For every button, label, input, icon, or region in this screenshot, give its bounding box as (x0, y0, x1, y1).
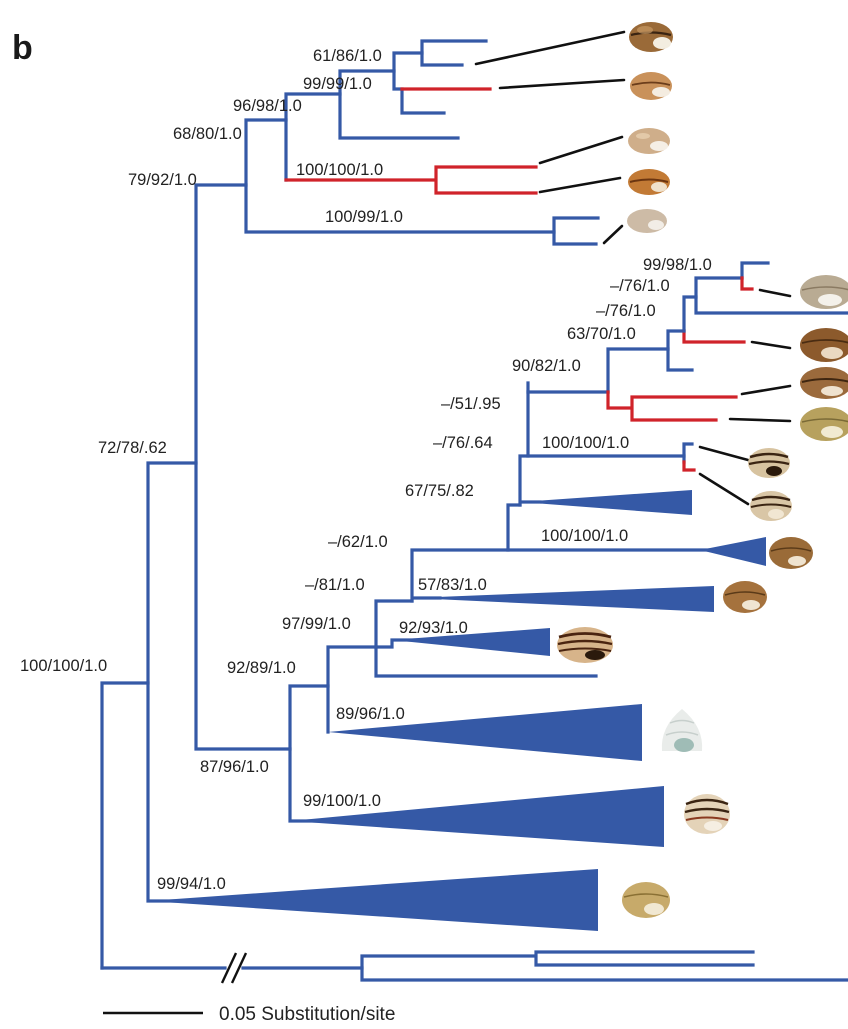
support-label: 68/80/1.0 (173, 125, 242, 143)
support-label: 61/86/1.0 (313, 47, 382, 65)
support-label: 100/99/1.0 (325, 208, 403, 226)
node-51-95 (528, 383, 608, 392)
support-label: 100/100/1.0 (296, 161, 383, 179)
support-label: 99/94/1.0 (157, 875, 226, 893)
support-label: 63/70/1.0 (567, 325, 636, 343)
collapsed-clade (520, 490, 692, 515)
leader-line (540, 178, 620, 192)
node-67-75 (520, 456, 540, 505)
node-99-99 (394, 53, 444, 113)
orange-banded-shell-icon (628, 169, 670, 195)
support-label: 99/99/1.0 (303, 75, 372, 93)
leader-line (752, 342, 790, 348)
support-label: –/51/.95 (441, 395, 501, 413)
leader-line (700, 474, 748, 504)
striped-shell-icon (750, 491, 792, 521)
leader-line (700, 447, 748, 460)
leader-line (604, 226, 622, 243)
support-label: –/76/.64 (433, 434, 493, 452)
brown-shell-icon (723, 581, 767, 613)
leader-line (500, 80, 624, 88)
leader-line (730, 419, 790, 421)
node-63-70 (668, 331, 692, 370)
node-61-86 (422, 41, 486, 65)
red-tip-top (742, 278, 752, 289)
collapsed-clades (148, 490, 766, 931)
striped-shell-icon (684, 794, 730, 834)
node-99-98 (742, 263, 768, 278)
collapsed-clade (700, 537, 766, 566)
tan-banded-shell-icon (630, 72, 672, 100)
ingroup-node (148, 463, 260, 901)
support-label: 100/100/1.0 (20, 657, 107, 675)
support-label: 79/92/1.0 (128, 171, 197, 189)
support-label: 96/98/1.0 (233, 97, 302, 115)
node-76-1-a (684, 297, 696, 331)
terminal-pair-100-99 (554, 218, 598, 244)
root-branch (102, 683, 148, 968)
support-label: 89/96/1.0 (336, 705, 405, 723)
outgroup-clade (362, 952, 848, 980)
olive-shell-icon (622, 882, 670, 918)
support-label: 90/82/1.0 (512, 357, 581, 375)
support-label: –/81/1.0 (305, 576, 365, 594)
grey-shell-icon (800, 275, 848, 309)
scale-bar: 0.05 Substitution/site (103, 1004, 395, 1025)
scale-bar-label: 0.05 Substitution/site (219, 1004, 395, 1025)
terminal-pair-100-100 (684, 444, 692, 462)
support-label: 100/100/1.0 (541, 527, 628, 545)
support-label: 92/89/1.0 (227, 659, 296, 677)
support-label: –/62/1.0 (328, 533, 388, 551)
support-label: 72/78/.62 (98, 439, 167, 457)
support-label: –/76/1.0 (596, 302, 656, 320)
support-label: –/76/1.0 (610, 277, 670, 295)
olive-shell-icon (800, 407, 848, 441)
leader-line (760, 290, 790, 296)
red-tip-lower-pair (684, 462, 694, 470)
support-label: 99/98/1.0 (643, 256, 712, 274)
white-shell-icon (662, 709, 702, 752)
red-clade-mid (608, 392, 736, 420)
brown-banded-shell-icon (629, 22, 673, 52)
brown-banded-shell-icon (800, 367, 848, 399)
striped-shell-icon (748, 448, 790, 478)
node-90-82 (608, 349, 668, 392)
brown-shell-icon (800, 328, 848, 362)
leader-line (540, 137, 622, 163)
red-tip-mid (684, 331, 744, 342)
panel-label: b (12, 29, 33, 67)
pale-grey-shell-icon (627, 209, 667, 233)
support-label: 92/93/1.0 (399, 619, 468, 637)
tree-branches (102, 41, 848, 980)
support-label: 100/100/1.0 (542, 434, 629, 452)
leader-line (476, 32, 624, 64)
support-label: 57/83/1.0 (418, 576, 487, 594)
support-labels: 61/86/1.0 99/99/1.0 96/98/1.0 68/80/1.0 … (20, 47, 712, 893)
support-label: 99/100/1.0 (303, 792, 381, 810)
brown-shell-icon (769, 537, 813, 569)
leader-line (742, 386, 790, 394)
support-label: 87/96/1.0 (200, 758, 269, 776)
shell-images (557, 22, 848, 918)
support-label: 97/99/1.0 (282, 615, 351, 633)
pale-tan-shell-icon (628, 128, 670, 154)
striped-shell-icon (557, 627, 613, 663)
support-label: 67/75/.82 (405, 482, 474, 500)
